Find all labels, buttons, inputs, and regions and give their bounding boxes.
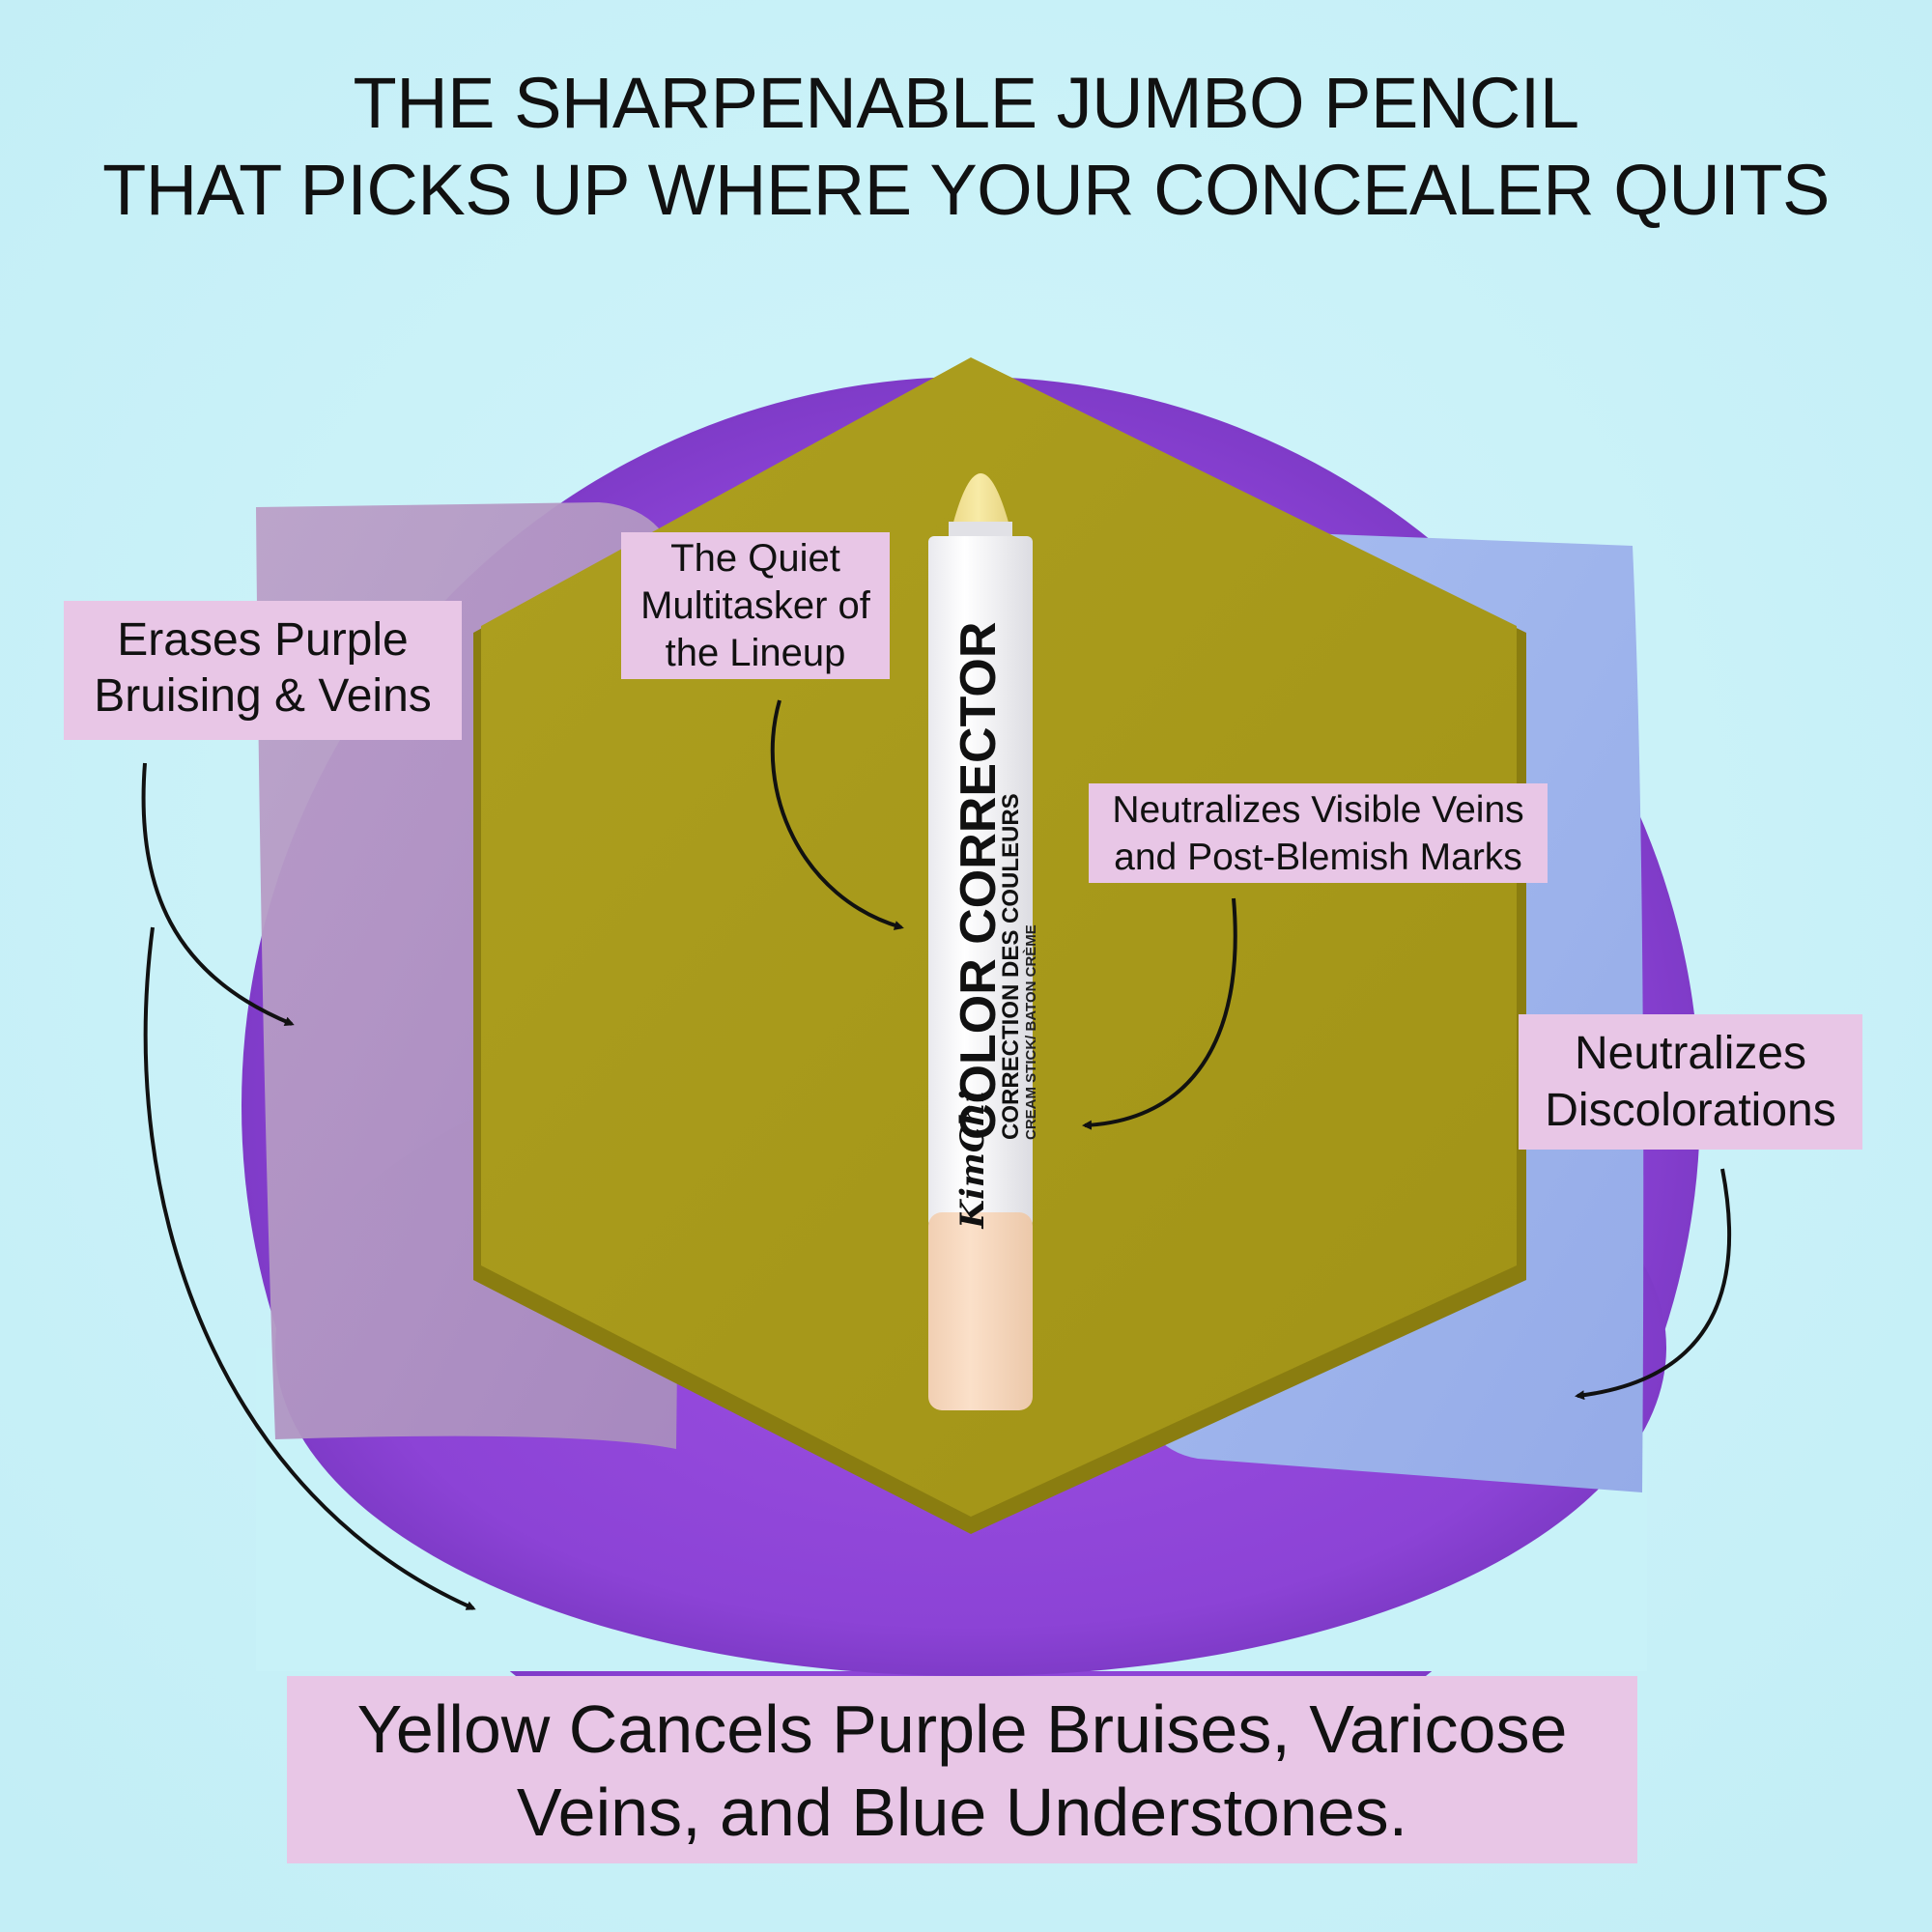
callout-line: The Quiet — [670, 537, 840, 580]
callout-line: Discolorations — [1545, 1085, 1836, 1136]
arrows — [141, 699, 1731, 1610]
pencil-tip — [952, 473, 1010, 529]
pencil-cream-stick: CREAM STICK/ BATON CRÈME — [1023, 924, 1039, 1140]
callout-line: Neutralizes — [1574, 1028, 1807, 1079]
arrow-veins-to-pencil — [1082, 897, 1237, 1130]
callout-erases-bruising: Erases Purple Bruising & Veins — [64, 601, 462, 740]
headline-line-2: THAT PICKS UP WHERE YOUR CONCEALER QUITS — [102, 150, 1830, 230]
pencil-subtitle: CORRECTION DES COULEURS — [998, 793, 1024, 1140]
callout-neutralizes-discolorations: Neutralizes Discolorations — [1519, 1014, 1862, 1150]
callout-line: Bruising & Veins — [94, 670, 432, 722]
callout-line: Multitasker of — [640, 584, 870, 627]
pencil-body — [928, 536, 1033, 1227]
arrow-discolor-to-card — [1575, 1168, 1731, 1401]
callout-neutralizes-veins: Neutralizes Visible Veins and Post-Blemi… — [1089, 783, 1548, 883]
callout-line: Erases Purple — [117, 614, 409, 666]
arrow-erases-to-mauve — [141, 762, 295, 1026]
arrow-erases-to-disc — [143, 926, 476, 1610]
headline-line-1: THE SHARPENABLE JUMBO PENCIL — [353, 63, 1579, 143]
bottom-banner-line-2: Veins, and Blue Understones. — [516, 1775, 1408, 1850]
bottom-banner-line-1: Yellow Cancels Purple Bruises, Varicose — [356, 1691, 1568, 1767]
callout-line: and Post-Blemish Marks — [1114, 837, 1522, 878]
callout-quiet-multitasker: The Quiet Multitasker of the Lineup — [621, 532, 890, 679]
headline: THE SHARPENABLE JUMBO PENCIL THAT PICKS … — [0, 60, 1932, 234]
bottom-banner: Yellow Cancels Purple Bruises, Varicose … — [287, 1676, 1637, 1863]
arrow-quiet-to-pencil — [770, 699, 904, 930]
pencil-cap — [928, 1212, 1033, 1410]
pencil: COLOR CORRECTOR CORRECTION DES COULEURS … — [928, 473, 1039, 1410]
brand-logo: KimChi — [953, 1090, 992, 1229]
callout-line: the Lineup — [665, 632, 846, 674]
callout-line: Neutralizes Visible Veins — [1112, 789, 1524, 831]
pencil-title: COLOR CORRECTOR — [951, 622, 1007, 1140]
